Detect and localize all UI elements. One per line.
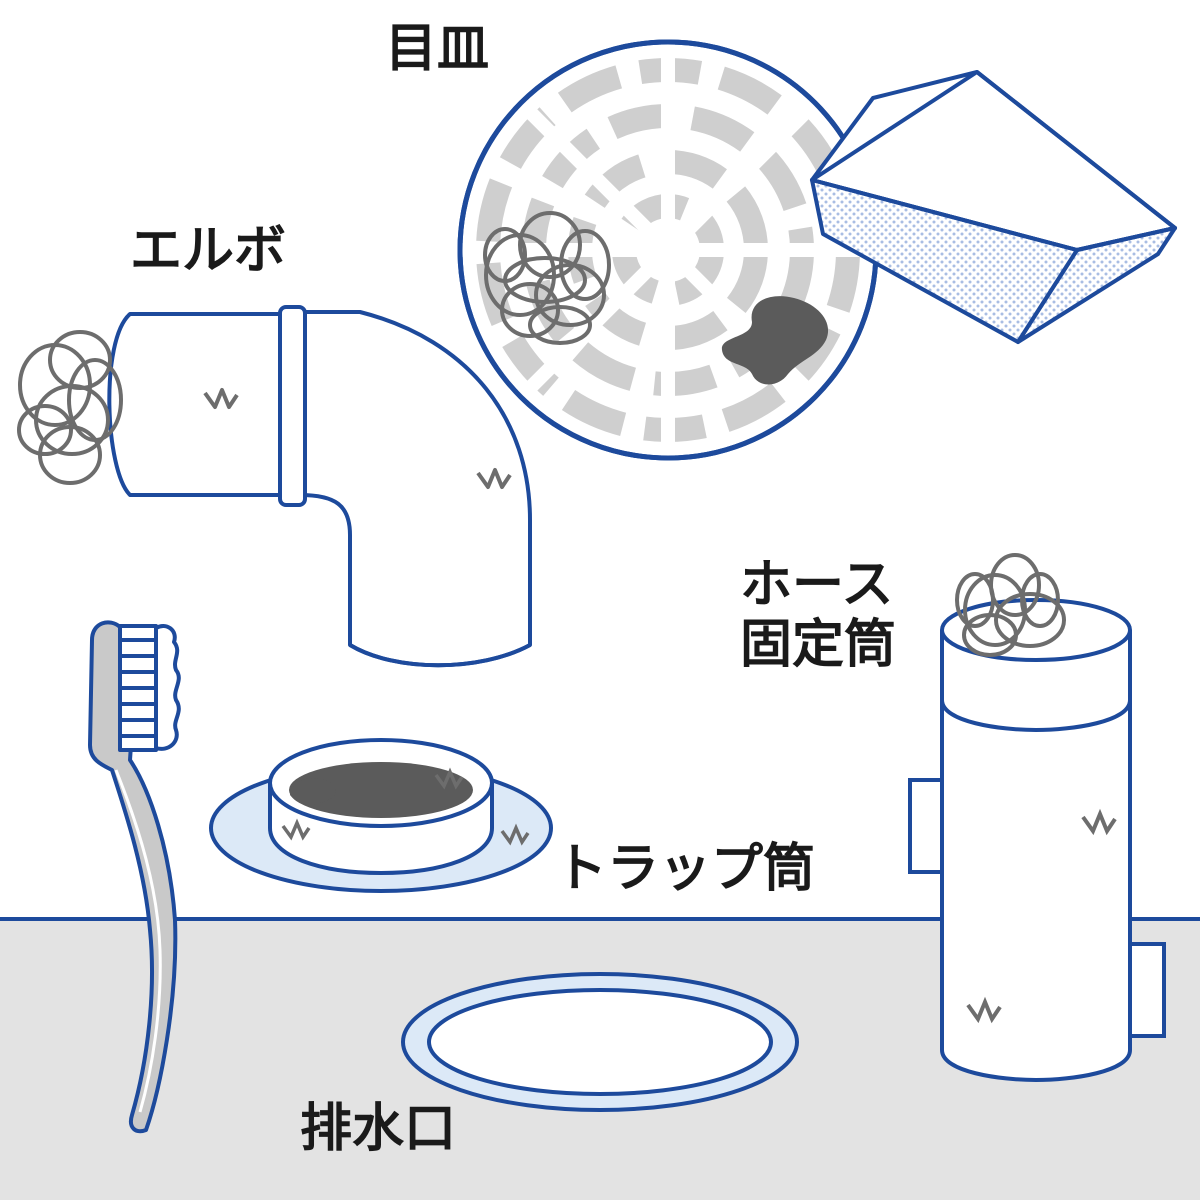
hose-fixing-tube (908, 553, 1166, 1083)
grime-spot-icon (721, 296, 829, 385)
dirt-mark-icon (1081, 808, 1117, 836)
dirt-mark-icon (281, 818, 311, 841)
trap-tube (209, 738, 553, 893)
hair-clump-icon (483, 211, 611, 345)
label-hose-line1: ホース (740, 555, 894, 615)
label-hose-line2: 固定筒 (740, 614, 897, 675)
mezara-grate (457, 39, 879, 461)
dirt-mark-icon (966, 996, 1002, 1024)
toothbrush-icon (88, 620, 181, 1134)
label-mezara: 目皿 (385, 19, 490, 79)
dirt-mark-icon (434, 767, 464, 790)
hair-clump-icon (17, 330, 123, 485)
label-hose-fixing-tube: ホース 固定筒 (740, 555, 897, 676)
hair-clump-icon (955, 553, 1066, 657)
label-trap-tube: トラップ筒 (555, 839, 816, 899)
dirt-mark-icon (203, 388, 239, 409)
dirt-mark-icon (500, 823, 530, 846)
sponge-icon (810, 70, 1177, 344)
dirt-mark-icon (476, 468, 512, 489)
label-elbow: エルボ (130, 221, 287, 281)
elbow-pipe (17, 305, 532, 668)
drain-opening (401, 972, 799, 1112)
label-drain: 排水口 (300, 1099, 457, 1159)
